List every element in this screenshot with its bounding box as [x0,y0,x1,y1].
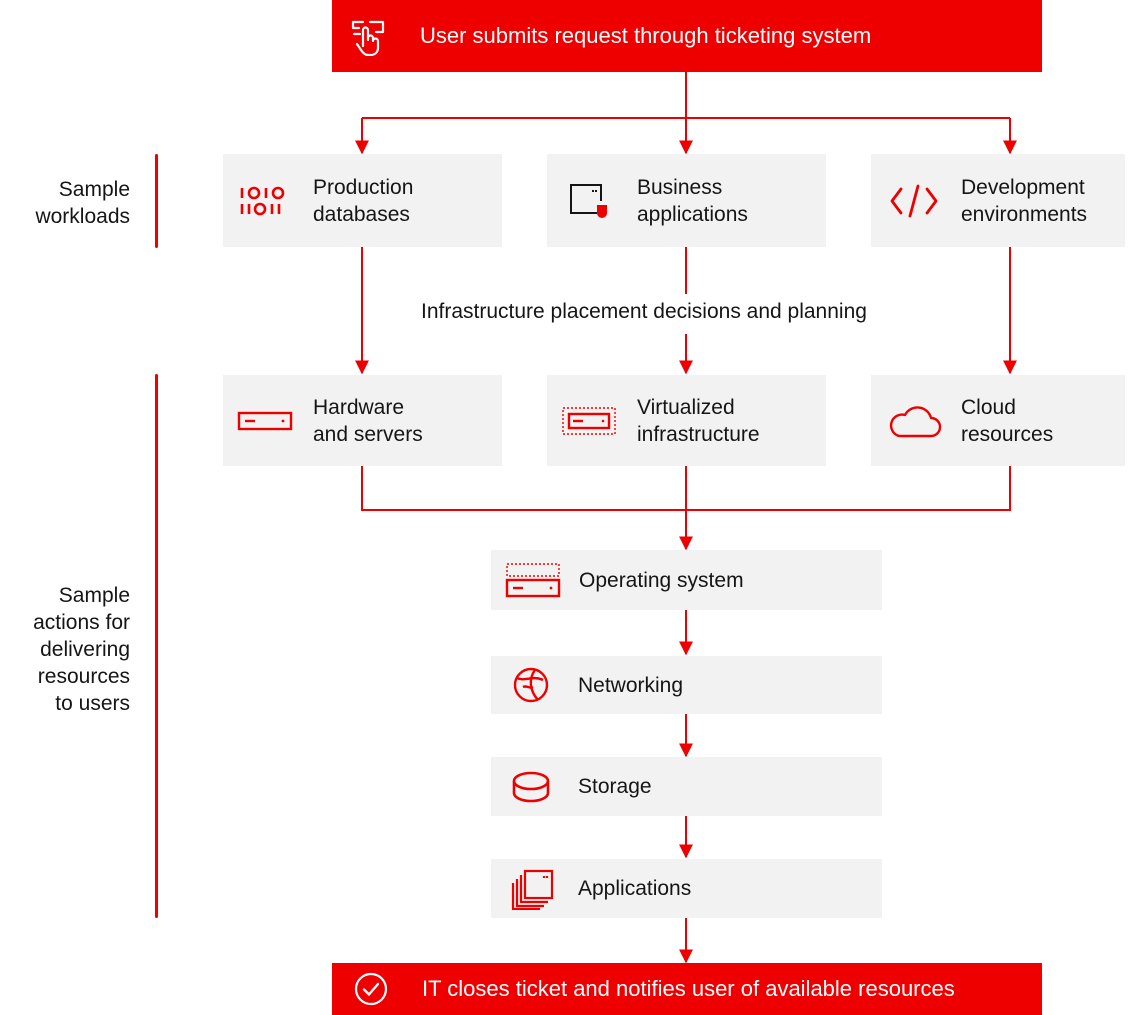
infra-line: Cloud [961,395,1016,419]
bottom-banner-text: IT closes ticket and notifies user of av… [422,976,955,1001]
binary-icon [240,186,285,215]
action-box-applications: Applications [491,859,882,918]
virtual-server-icon [562,406,616,435]
workload-line: environments [961,202,1088,226]
checkmark-circle-icon [354,972,388,1006]
action-box-networking: Networking [491,656,882,714]
action-label: Storage [578,775,652,798]
infra-line: Virtualized [637,395,735,419]
workload-line: applications [637,202,748,226]
touch-screen-icon [351,20,385,56]
action-label: Operating system [579,568,744,592]
operating-system-icon [505,563,561,598]
infra-line: infrastructure [637,422,760,446]
bracket-actions [155,374,158,918]
side-label-workloads-line: Sample [58,178,130,201]
storage-icon [512,771,550,802]
workload-line: Production [313,175,414,199]
workload-box-business-applications: Business applications [547,154,826,247]
action-box-storage: Storage [491,757,882,816]
top-banner: User submits request through ticketing s… [332,0,1042,72]
side-label-actions-line: actions for [33,611,130,634]
networking-globe-icon [513,667,549,703]
side-label-actions: Sample actions for delivering resources … [20,582,130,717]
code-icon [890,184,938,217]
infra-box-virtualized: Virtualized infrastructure [547,375,826,466]
infra-box-cloud: Cloud resources [871,375,1125,466]
top-banner-text: User submits request through ticketing s… [420,23,872,48]
applications-stack-icon [511,869,554,910]
side-label-workloads: Sample workloads [20,176,130,230]
placement-planning-label: Infrastructure placement decisions and p… [415,300,873,324]
side-label-workloads-line: workloads [35,205,130,228]
bracket-workloads [155,154,158,248]
side-label-actions-line: delivering [40,638,130,661]
infra-line: and servers [313,422,423,446]
action-label: Applications [578,877,692,900]
application-window-icon [570,183,607,218]
workload-line: Development [961,175,1085,199]
server-icon [237,411,293,430]
bottom-banner: IT closes ticket and notifies user of av… [332,963,1042,1015]
infra-line: Hardware [313,395,405,419]
action-label: Networking [578,673,684,697]
infra-line: resources [961,422,1054,446]
workload-line: Business [637,175,723,199]
infra-box-hardware-servers: Hardware and servers [223,375,502,466]
action-box-operating-system: Operating system [491,550,882,610]
side-label-actions-line: Sample [58,584,130,607]
cloud-icon [889,405,942,437]
workload-line: databases [313,202,410,226]
workload-box-production-databases: Production databases [223,154,502,247]
workload-box-development-environments: Development environments [871,154,1125,247]
side-label-actions-line: to users [55,692,130,715]
side-label-actions-line: resources [37,665,130,688]
